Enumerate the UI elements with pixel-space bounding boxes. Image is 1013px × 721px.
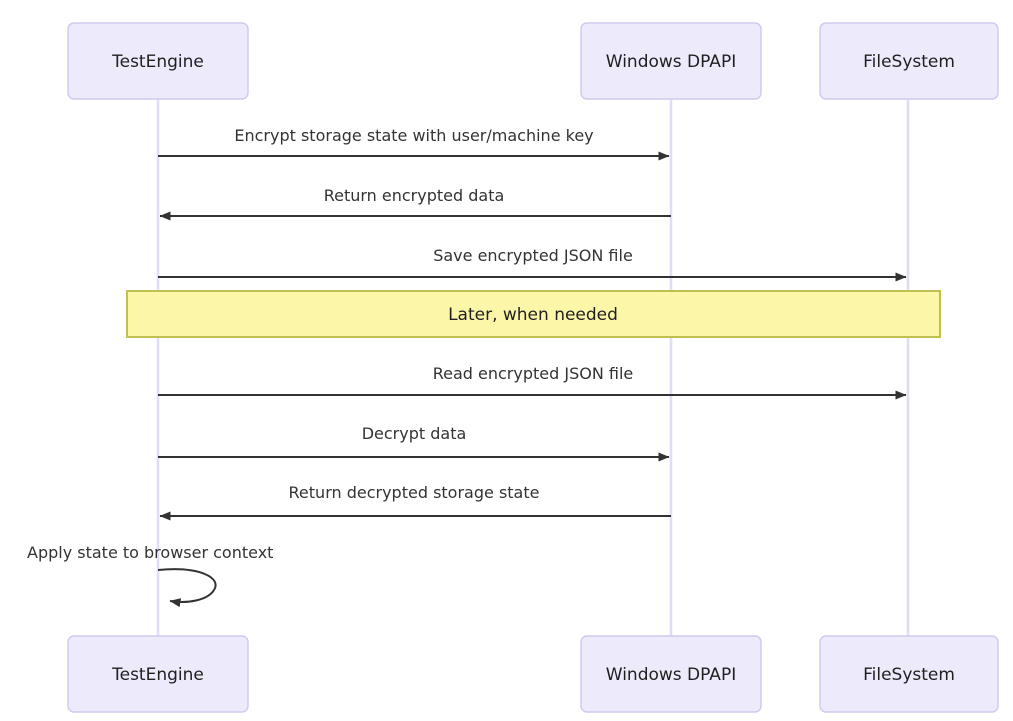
message-return-decrypted-storage-state-label: Return decrypted storage state (289, 483, 540, 502)
message-apply-state-to-browser-context-label: Apply state to browser context (27, 543, 273, 562)
participant-top-filesystem[interactable]: FileSystem (819, 22, 999, 100)
participant-top-testengine-label: TestEngine (111, 52, 204, 72)
message-return-encrypted-data-label: Return encrypted data (324, 186, 505, 205)
participants-bottom-group: TestEngine Windows DPAPI FileSystem (67, 635, 999, 713)
lifelines-group (156, 99, 910, 636)
message-return-decrypted-storage-state[interactable]: Return decrypted storage state (159, 483, 671, 521)
note-later-when-needed-label: Later, when needed (448, 305, 618, 325)
message-encrypt-storage-state[interactable]: Encrypt storage state with user/machine … (158, 126, 670, 161)
message-apply-state-to-browser-context-loop[interactable] (157, 568, 217, 608)
message-decrypt-data[interactable]: Decrypt data (158, 424, 670, 462)
message-return-encrypted-data[interactable]: Return encrypted data (159, 186, 671, 221)
note-later-when-needed-box (126, 290, 941, 338)
participant-top-testengine[interactable]: TestEngine (67, 22, 249, 100)
message-read-encrypted-json-file[interactable]: Read encrypted JSON file (158, 364, 907, 400)
participants-top-group: TestEngine Windows DPAPI FileSystem (67, 22, 999, 100)
messages-group: Encrypt storage state with user/machine … (27, 126, 907, 608)
participant-bottom-filesystem-label: FileSystem (863, 665, 955, 685)
participant-bottom-filesystem[interactable]: FileSystem (819, 635, 999, 713)
note-later-when-needed: Later, when needed (126, 290, 941, 338)
participant-bottom-testengine-box[interactable] (67, 635, 249, 713)
message-save-encrypted-json-file[interactable]: Save encrypted JSON file (158, 246, 907, 282)
participant-bottom-testengine-label: TestEngine (111, 665, 204, 685)
participant-top-testengine-box[interactable] (67, 22, 249, 100)
message-save-encrypted-json-file-label: Save encrypted JSON file (433, 246, 633, 265)
message-read-encrypted-json-file-label: Read encrypted JSON file (433, 364, 634, 383)
participant-top-dpapi-box[interactable] (580, 22, 762, 100)
message-decrypt-data-label: Decrypt data (362, 424, 467, 443)
participant-top-dpapi[interactable]: Windows DPAPI (580, 22, 762, 100)
participant-top-filesystem-box[interactable] (819, 22, 999, 100)
message-apply-state-to-browser-context[interactable]: Apply state to browser context (27, 543, 273, 608)
participant-bottom-dpapi-box[interactable] (580, 635, 762, 713)
participant-bottom-testengine[interactable]: TestEngine (67, 635, 249, 713)
participant-bottom-filesystem-box[interactable] (819, 635, 999, 713)
participant-bottom-dpapi-label: Windows DPAPI (606, 665, 736, 685)
participant-top-dpapi-label: Windows DPAPI (606, 52, 736, 72)
message-encrypt-storage-state-label: Encrypt storage state with user/machine … (234, 126, 593, 145)
participant-top-filesystem-label: FileSystem (863, 52, 955, 72)
participant-bottom-dpapi[interactable]: Windows DPAPI (580, 635, 762, 713)
